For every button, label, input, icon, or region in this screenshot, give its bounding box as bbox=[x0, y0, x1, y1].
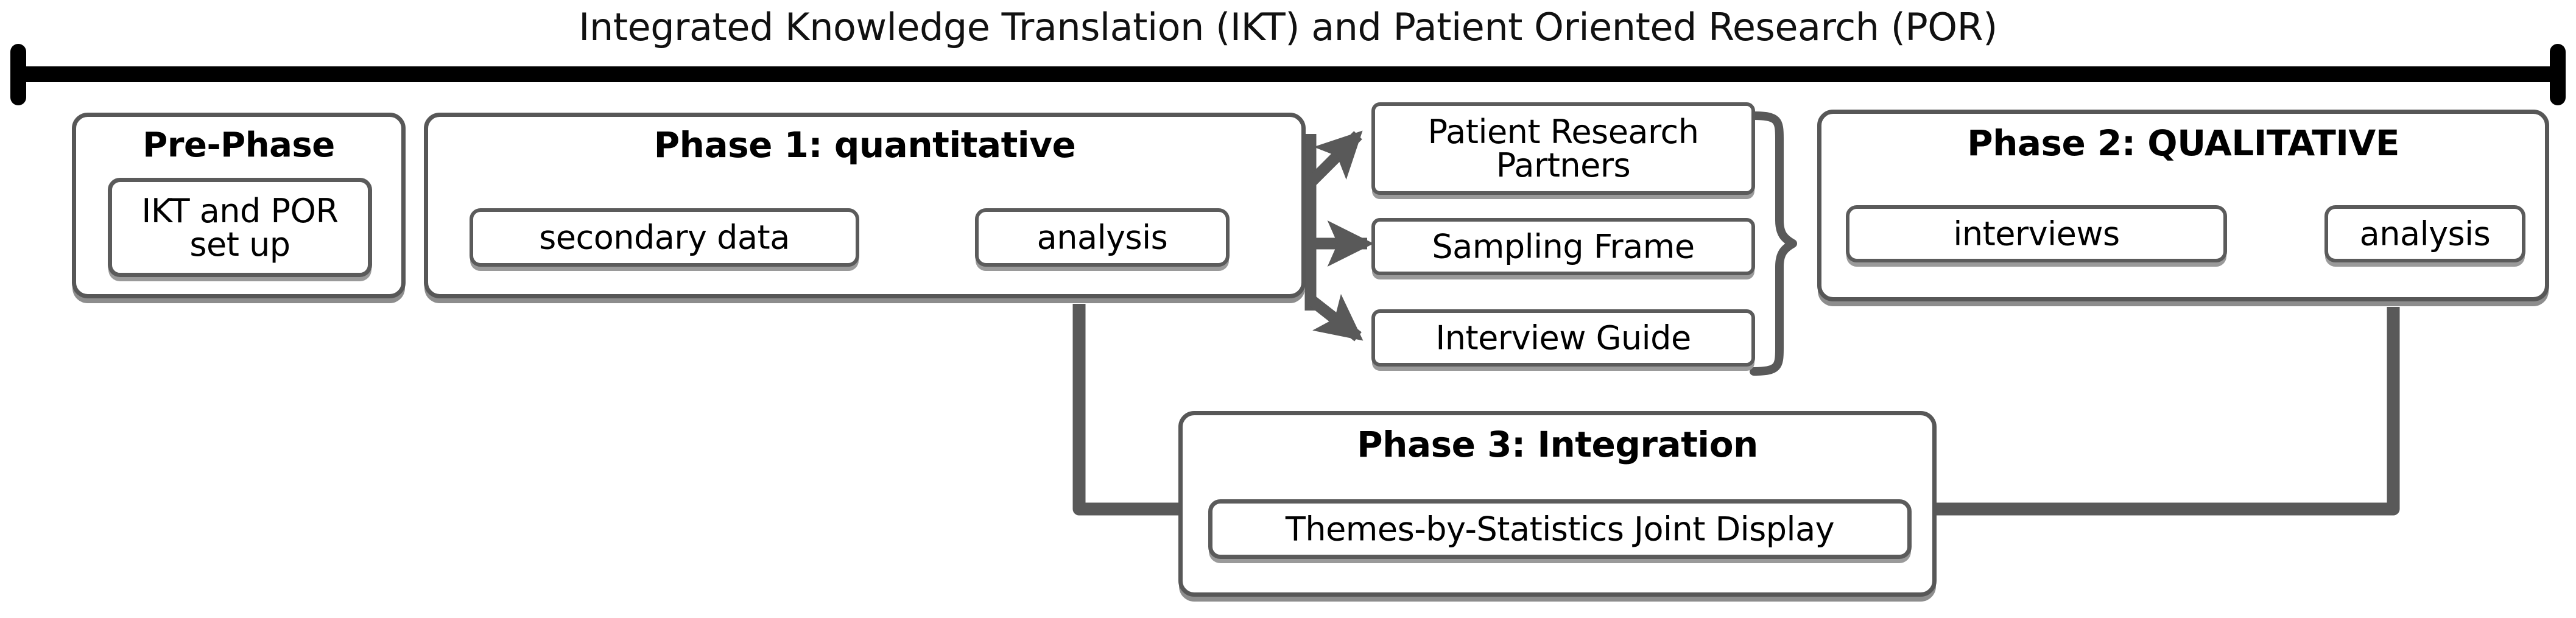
pre-phase-item-label: IKT and POR set up bbox=[141, 191, 339, 264]
pre-phase-box[interactable]: Pre-Phase IKT and POR set up bbox=[72, 113, 406, 298]
phase1-item-analysis-label: analysis bbox=[1036, 218, 1168, 257]
connector-phase1-analysis-to-phase3 bbox=[1072, 255, 1188, 516]
phase1-box[interactable]: Phase 1: quantitative secondary data ana… bbox=[424, 113, 1306, 298]
output-item-interview-guide[interactable]: Interview Guide bbox=[1371, 309, 1755, 367]
phase1-fanout-arrows bbox=[1304, 130, 1374, 342]
phase1-item-secondary-data[interactable]: secondary data bbox=[470, 208, 859, 267]
phase2-box[interactable]: Phase 2: QUALITATIVE interviews analysis bbox=[1817, 110, 2549, 301]
output-item-patient-research-partners[interactable]: Patient Research Partners bbox=[1371, 102, 1755, 195]
connector-phase2-analysis-to-phase3 bbox=[1924, 252, 2400, 516]
output-item-sampling-frame[interactable]: Sampling Frame bbox=[1371, 218, 1755, 275]
phase2-item-interviews-label: interviews bbox=[1953, 214, 2120, 253]
arrow-to-patient-research-partners bbox=[1306, 130, 1363, 187]
phase3-item-themes-by-statistics-joint-display[interactable]: Themes-by-Statistics Joint Display bbox=[1208, 499, 1912, 559]
arrow-to-interview-guide bbox=[1307, 293, 1364, 342]
phase3-item-label: Themes-by-Statistics Joint Display bbox=[1285, 510, 1835, 549]
ikt-por-banner-bar bbox=[10, 44, 2566, 105]
phase3-title: Phase 3: Integration bbox=[1357, 424, 1758, 465]
banner-title: Integrated Knowledge Translation (IKT) a… bbox=[579, 5, 1997, 49]
phase2-item-analysis[interactable]: analysis bbox=[2324, 205, 2525, 262]
pre-phase-item-ikt-por-setup[interactable]: IKT and POR set up bbox=[108, 178, 372, 277]
output-item-sampling-frame-label: Sampling Frame bbox=[1432, 227, 1695, 266]
phase3-box[interactable]: Phase 3: Integration Themes-by-Statistic… bbox=[1178, 411, 1937, 597]
phase2-item-analysis-label: analysis bbox=[2359, 214, 2491, 253]
phase2-title: Phase 2: QUALITATIVE bbox=[1967, 122, 2399, 164]
phase1-title: Phase 1: quantitative bbox=[653, 124, 1076, 166]
phase1-item-secondary-data-label: secondary data bbox=[539, 218, 790, 257]
phase2-item-interviews[interactable]: interviews bbox=[1846, 205, 2227, 262]
grouping-brace bbox=[1750, 111, 1797, 376]
output-item-interview-guide-label: Interview Guide bbox=[1435, 318, 1691, 357]
output-item-patient-research-partners-label: Patient Research Partners bbox=[1427, 112, 1699, 184]
phase1-item-analysis[interactable]: analysis bbox=[975, 208, 1230, 267]
pre-phase-title: Pre-Phase bbox=[143, 125, 335, 165]
